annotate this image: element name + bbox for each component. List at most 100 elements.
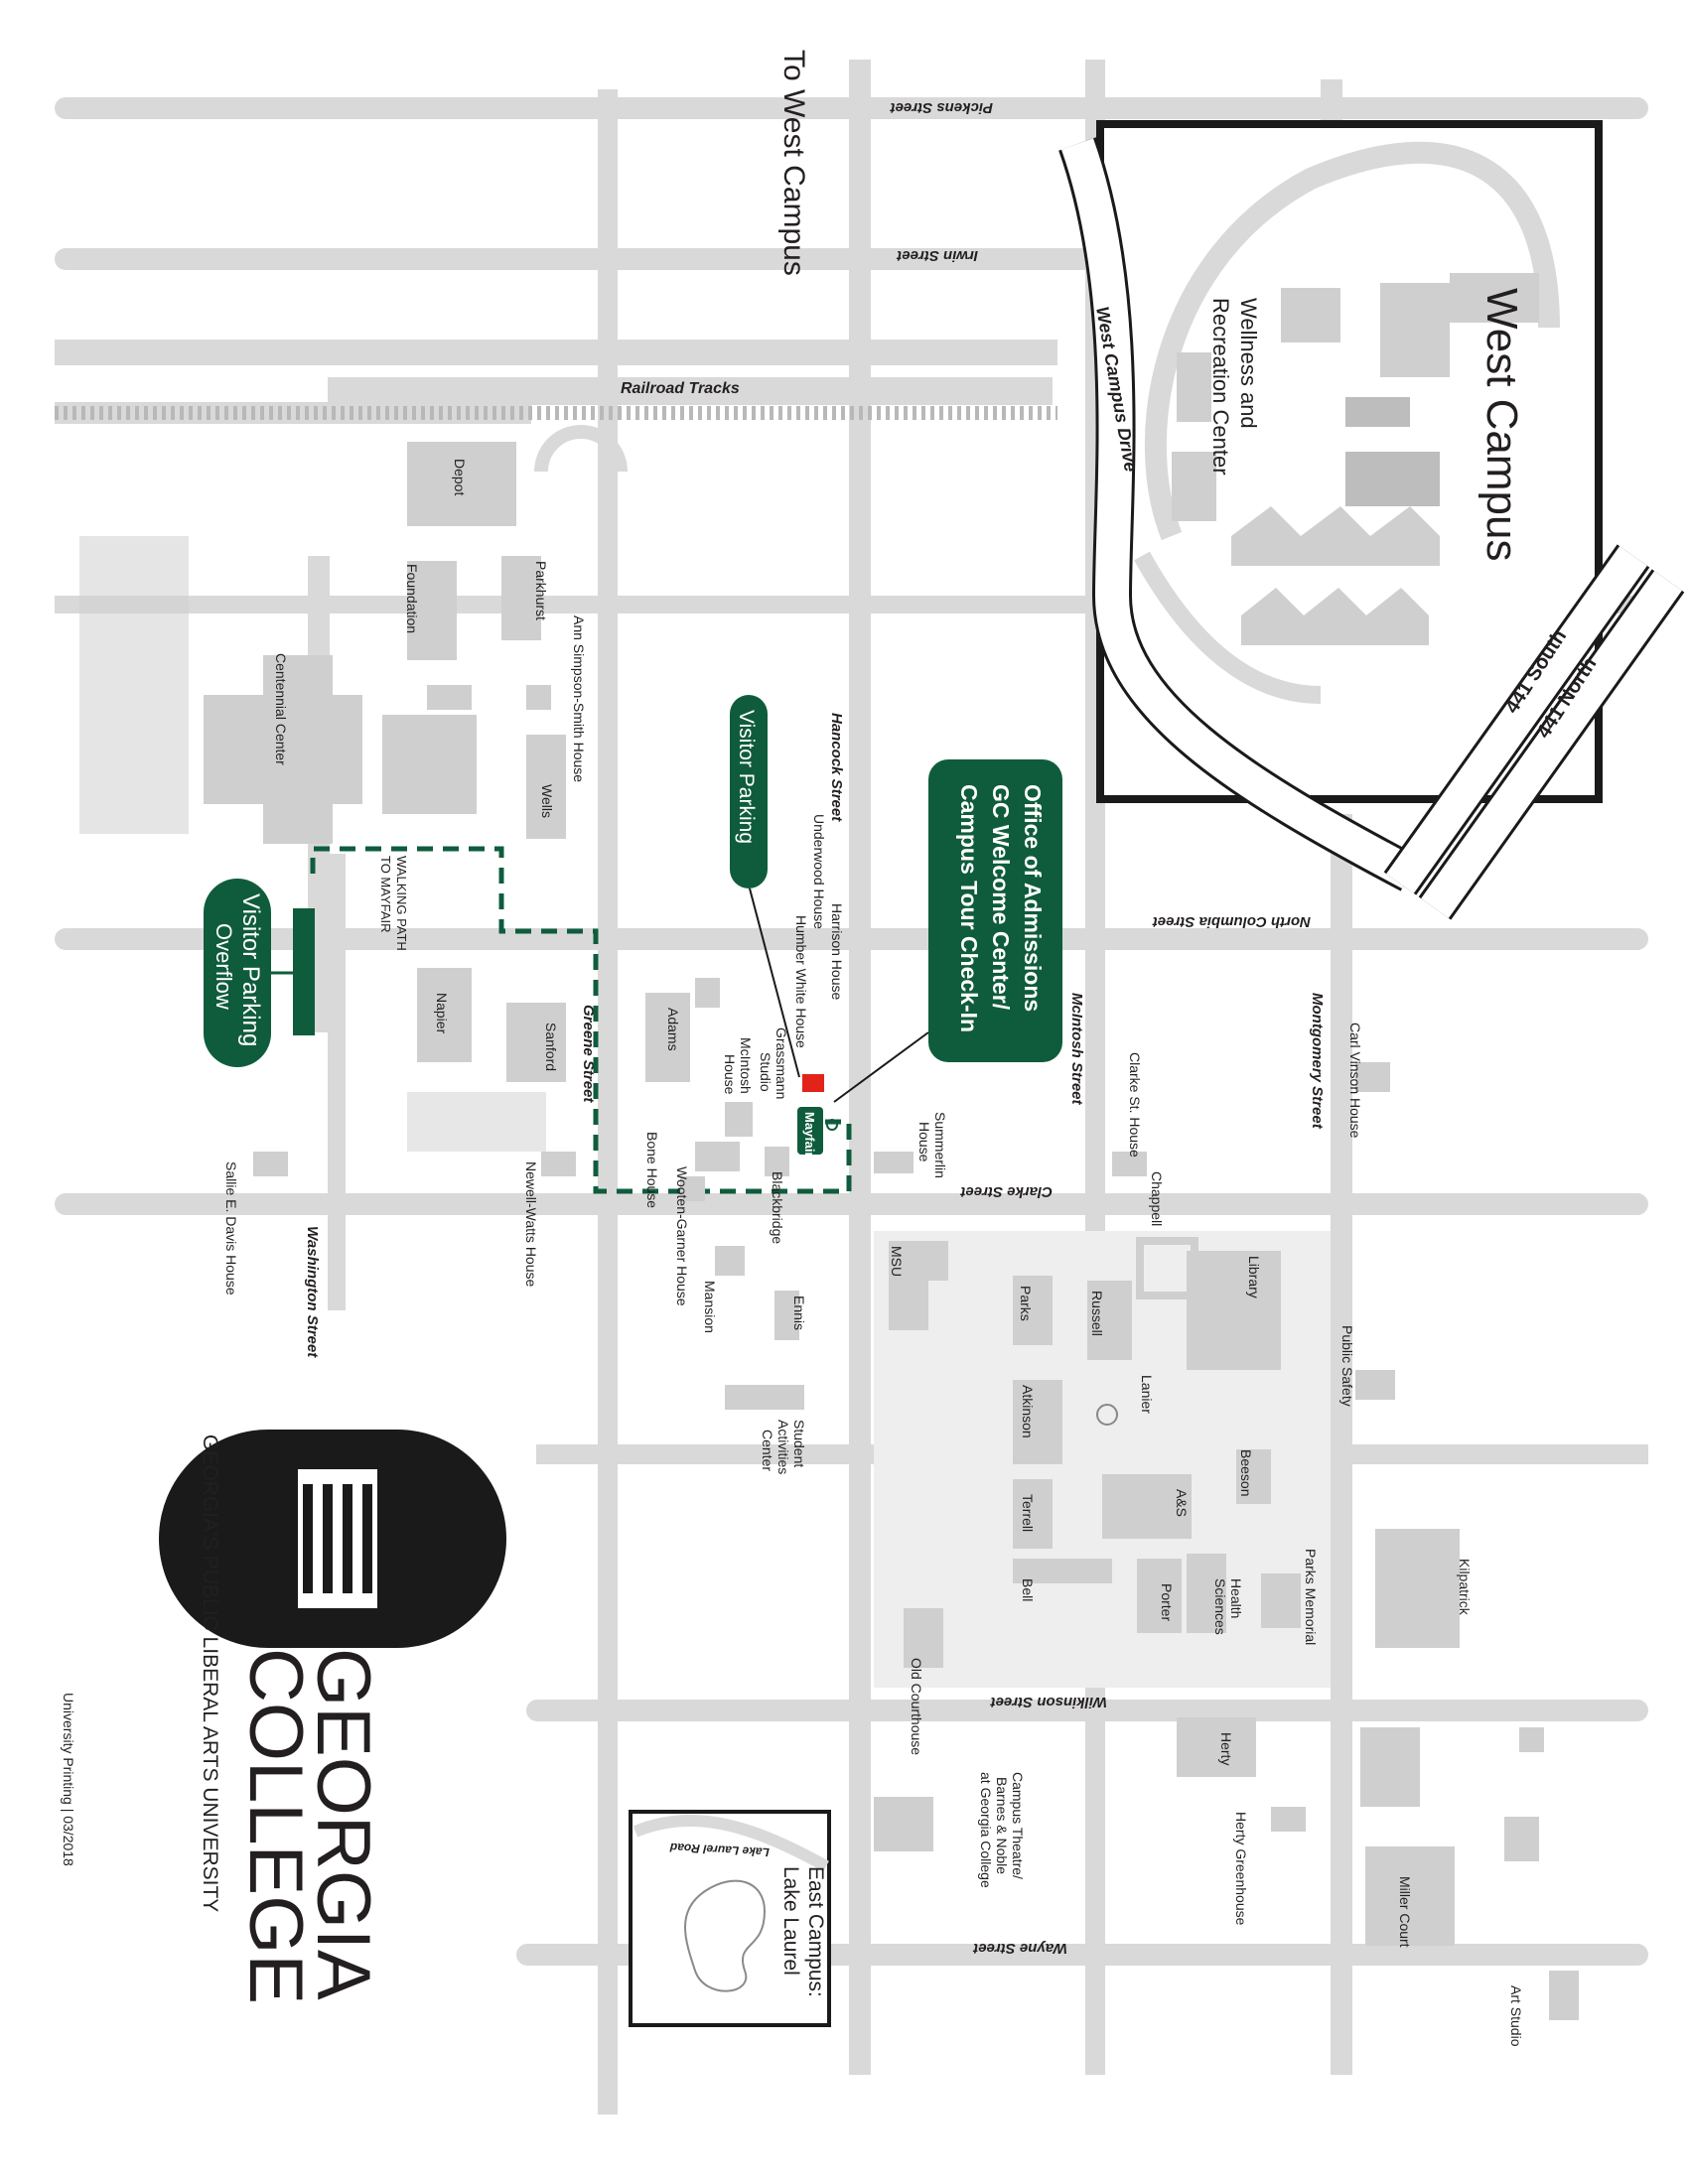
- west-campus-title: West Campus: [1477, 288, 1526, 562]
- se-building: [1360, 1727, 1420, 1807]
- summerlin-building: [874, 1152, 914, 1173]
- wellness-label-2: Recreation Center: [1208, 298, 1233, 476]
- ennis-building: [774, 1291, 799, 1340]
- porter-building: [1137, 1559, 1182, 1633]
- admissions-label-3: Campus Tour Check-In: [956, 784, 982, 1032]
- overflow-label-1: Visitor Parking: [237, 893, 264, 1046]
- hancock-street-road: [849, 60, 871, 2075]
- walking-path-label-2: TO MAYFAIR: [378, 856, 393, 933]
- art-studio-label: Art Studio: [1508, 1985, 1524, 2047]
- mansion-building: [715, 1246, 745, 1276]
- student-activities-building: [725, 1385, 804, 1410]
- clarke-st-house-label: Clarke St. House: [1127, 1052, 1143, 1158]
- overflow-parking-callout: [204, 879, 271, 1067]
- lake-laurel-road: [633, 1815, 829, 1872]
- admissions-label-2: GC Welcome Center/: [988, 784, 1014, 1011]
- lanier-label: Lanier: [1139, 1375, 1155, 1414]
- ennis-label: Ennis: [791, 1296, 807, 1330]
- fountain-icon: [1096, 1404, 1118, 1426]
- logo-word-georgia: GEORGIA: [301, 1648, 385, 2000]
- mansion-label: Mansion: [702, 1281, 718, 1333]
- west-campus-building: [1345, 397, 1410, 427]
- adams-building: [645, 993, 690, 1082]
- sanford-building: [506, 1003, 566, 1082]
- as-building: [1102, 1474, 1192, 1539]
- health-sciences-label-1: Health: [1228, 1578, 1244, 1618]
- centennial-label: Centennial Center: [273, 653, 289, 765]
- old-courthouse-label: Old Courthouse: [909, 1658, 924, 1755]
- small-building: [427, 685, 472, 710]
- atkinson-building: [1013, 1380, 1062, 1464]
- upper-road: [55, 340, 1057, 365]
- wayne-street-label: Wayne Street: [972, 1940, 1067, 1957]
- visitor-parking-pointer: [749, 887, 800, 1078]
- blackbridge-label: Blackbridge: [770, 1171, 785, 1244]
- napier-building: [417, 968, 472, 1062]
- logo-column: [303, 1484, 313, 1593]
- railroad-road: [328, 377, 1053, 405]
- bell-label: Bell: [1020, 1578, 1036, 1601]
- admissions-label-1: Office of Admissions: [1020, 784, 1046, 1012]
- foundation-building: [407, 561, 457, 660]
- herty-greenhouse-building: [1271, 1807, 1306, 1832]
- west-campus-housing: [1231, 506, 1440, 566]
- greene-road: [598, 89, 618, 2115]
- bell-building: [1013, 1559, 1112, 1583]
- summerlin-label-2: House: [916, 1122, 932, 1162]
- newell-watts-building: [541, 1152, 576, 1176]
- visitor-parking-callout: [730, 695, 768, 888]
- east-campus-inset: East Campus: Lake Laurel Lake Laurel Roa…: [629, 1810, 831, 2027]
- napier-label: Napier: [434, 993, 450, 1034]
- campus-theatre-label-2: Barnes & Noble: [994, 1777, 1010, 1874]
- grassmann-building: [725, 1102, 753, 1137]
- mcintosh-house-label-1: McIntosh: [738, 1037, 754, 1094]
- logo-word-college: COLLEGE: [233, 1648, 318, 2004]
- admissions-marker: [802, 1074, 824, 1092]
- terrell-building: [1013, 1479, 1053, 1549]
- admissions-callout: [928, 759, 1062, 1062]
- irwin-street-label: Irwin Street: [896, 247, 978, 264]
- art-studio-building: [1549, 1971, 1579, 2020]
- msu-label: MSU: [889, 1246, 905, 1277]
- parks-building: [1013, 1276, 1053, 1345]
- newell-watts-label: Newell-Watts House: [523, 1161, 539, 1288]
- logo-column: [323, 1484, 333, 1593]
- atkinson-label: Atkinson: [1020, 1385, 1036, 1438]
- student-activities-label-1: Student: [791, 1420, 807, 1467]
- georgia-college-logo: GEORGIA COLLEGE GEORGIA'S PUBLIC LIBERAL…: [159, 1430, 506, 2004]
- sallie-davis-building: [253, 1152, 288, 1176]
- depot-building: [407, 442, 516, 526]
- health-sciences-label-2: Sciences: [1212, 1578, 1228, 1635]
- herty-label: Herty: [1218, 1732, 1234, 1765]
- irwin-street-road: [55, 248, 1107, 270]
- hwy-441-south: [1386, 546, 1647, 893]
- railroad-label: Railroad Tracks: [621, 380, 740, 397]
- east-campus-label: East Campus:: [804, 1866, 827, 1997]
- grassmann-label-1: Grassmann: [774, 1027, 789, 1099]
- street-labels: Pickens Street Irwin Street Railroad Tra…: [304, 99, 1326, 1957]
- blackbridge-building: [765, 1147, 789, 1176]
- ann-simpson-label: Ann Simpson-Smith House: [571, 615, 587, 782]
- terrell-label: Terrell: [1020, 1494, 1036, 1532]
- humber-white-label: Humber White House: [793, 915, 809, 1048]
- clarke-st-house-building: [1112, 1152, 1147, 1176]
- printing-credit: University Printing | 03/2018: [61, 1693, 76, 1866]
- public-safety-building: [1355, 1370, 1395, 1400]
- clarke-street-label: Clarke Street: [959, 1183, 1053, 1200]
- west-campus-building: [1345, 452, 1440, 506]
- russell-building: [1087, 1281, 1132, 1360]
- lake-laurel-label: Lake Laurel: [779, 1866, 802, 1976]
- library-label: Library: [1246, 1256, 1262, 1298]
- mcintosh-house-label-2: House: [722, 1054, 738, 1095]
- porter-label: Porter: [1159, 1583, 1175, 1621]
- bone-house-label: Bone House: [644, 1132, 660, 1208]
- walking-path: [310, 846, 852, 1194]
- lake-laurel-road-label: Lake Laurel Road: [669, 1841, 770, 1859]
- west-campus-building: [1450, 273, 1539, 323]
- kilpatrick-label: Kilpatrick: [1457, 1559, 1473, 1616]
- logo-column: [362, 1484, 372, 1593]
- montgomery-street-road: [1331, 814, 1352, 2075]
- hancock-street-label: Hancock Street: [828, 713, 845, 822]
- west-campus-drive: [1060, 138, 1418, 889]
- depot-loop: [534, 425, 628, 473]
